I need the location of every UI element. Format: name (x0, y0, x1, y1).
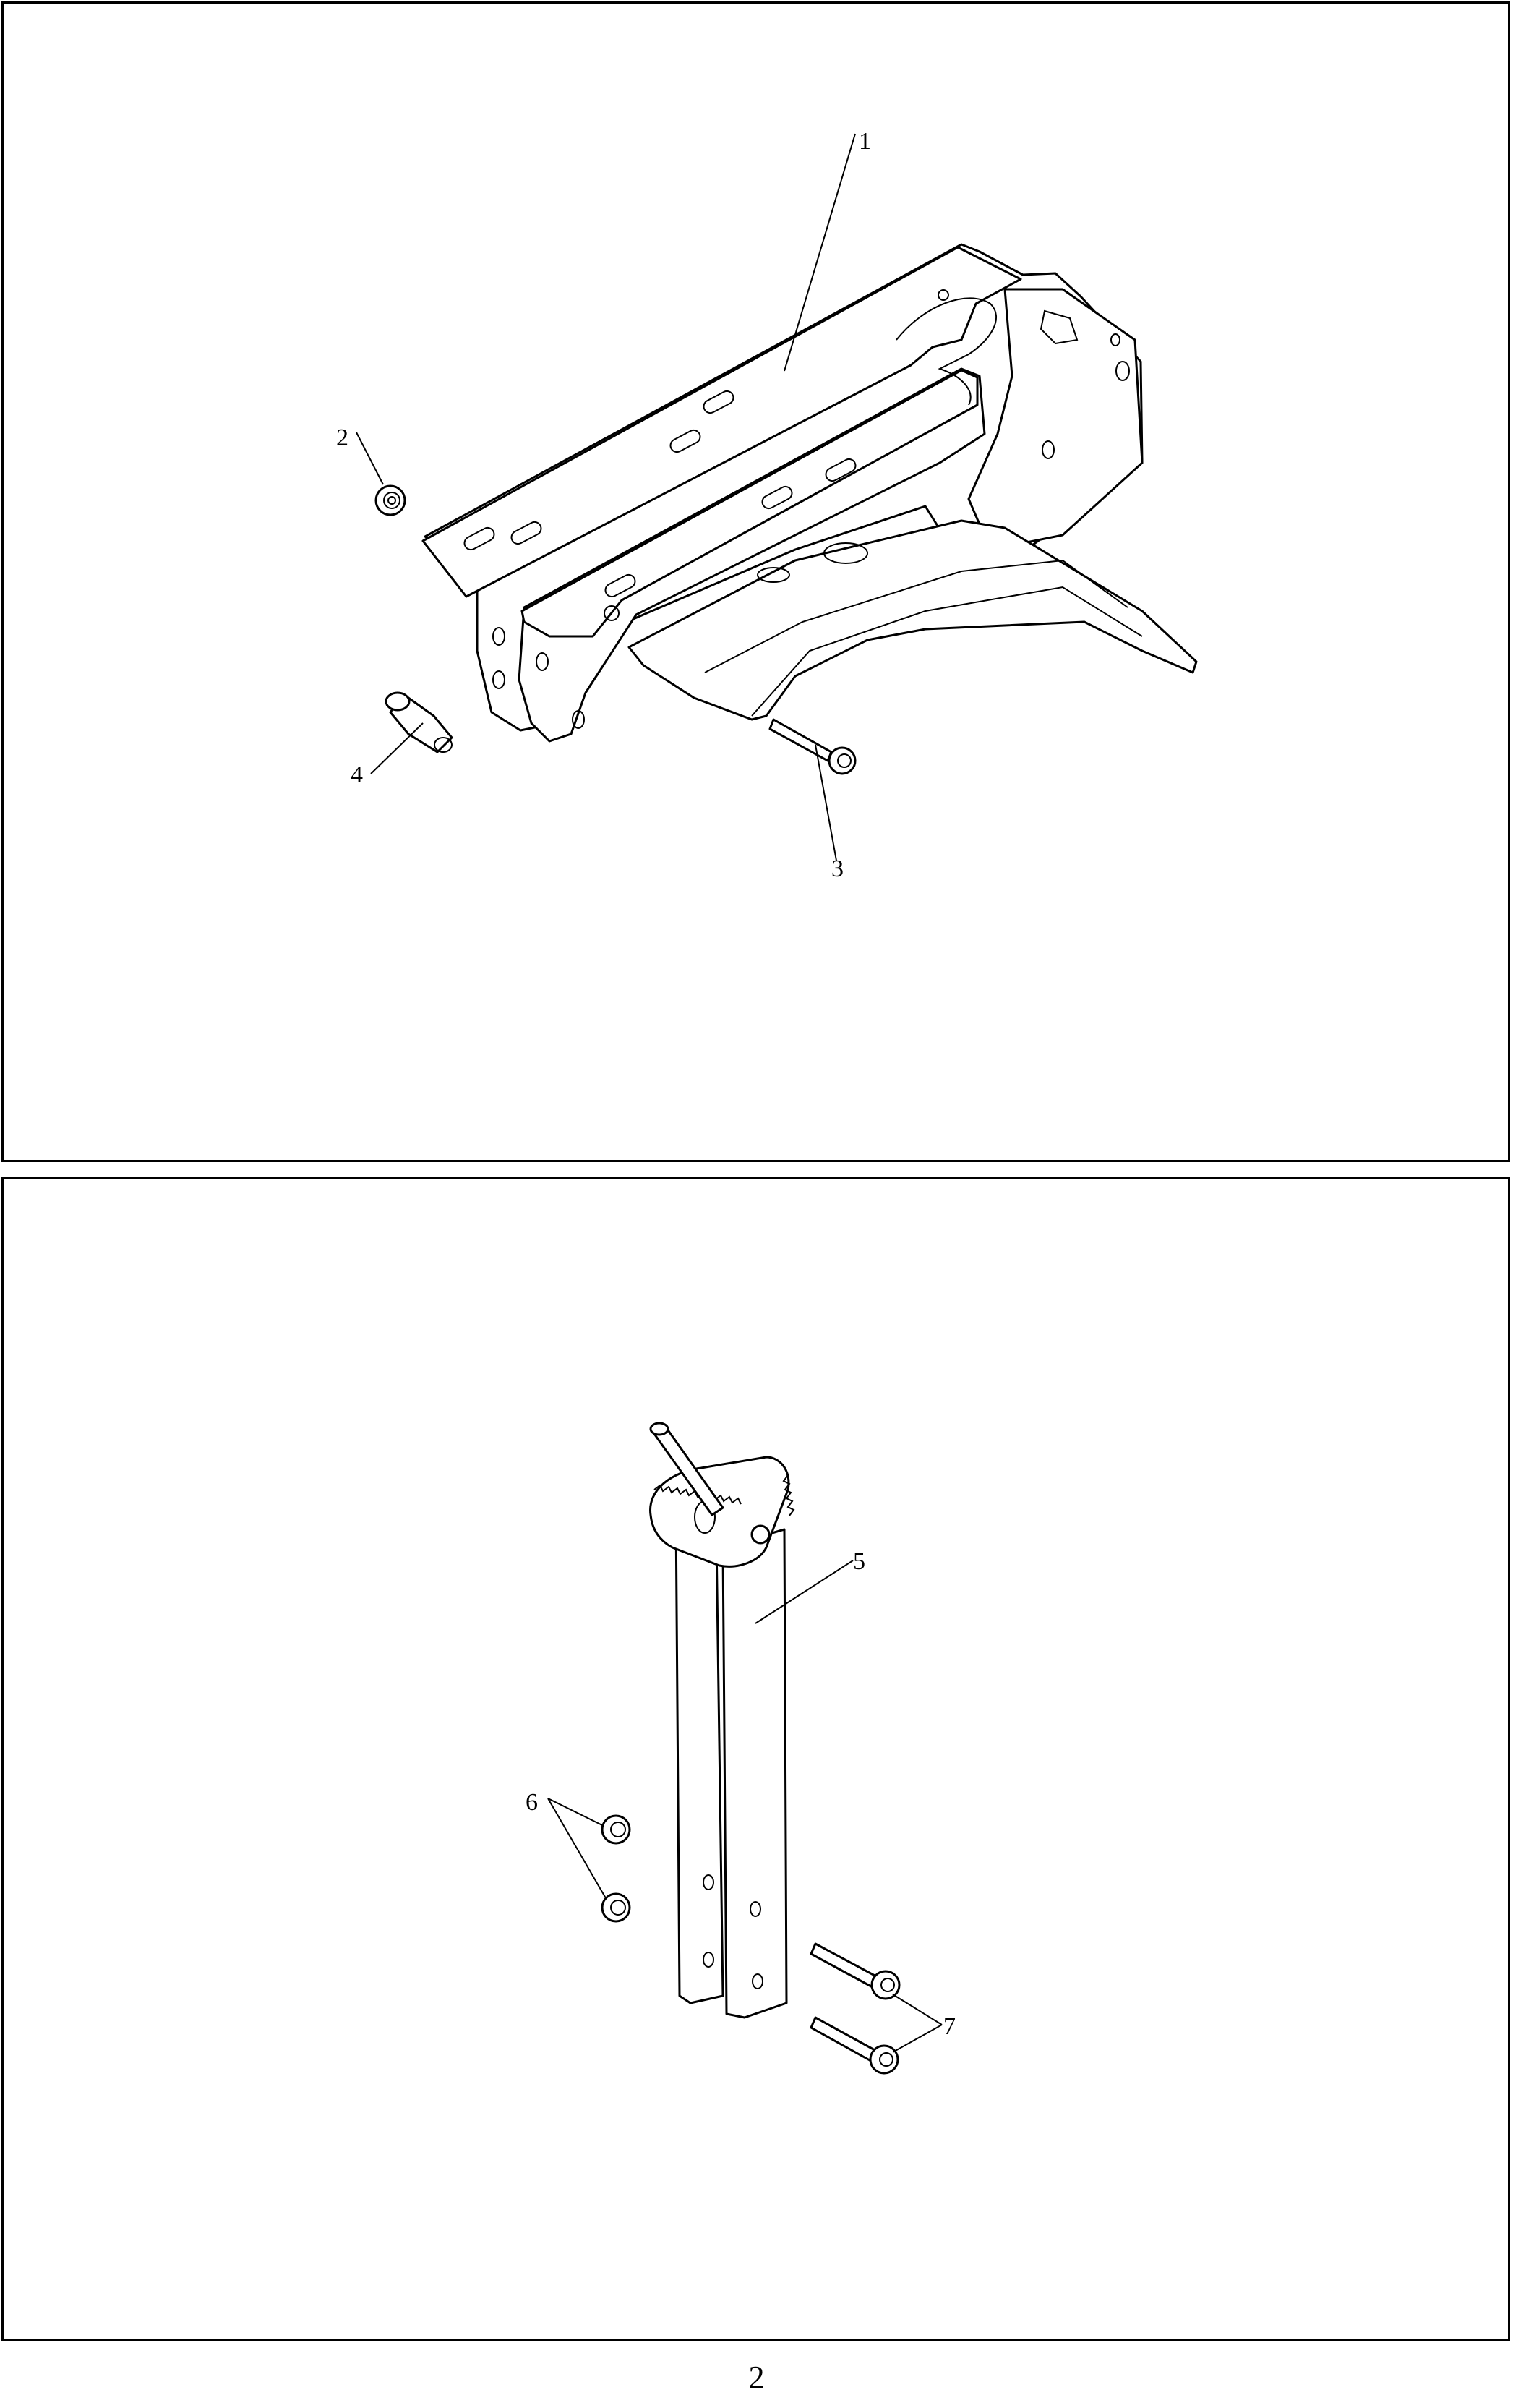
leader-3 (815, 744, 837, 861)
leader-6a (547, 1798, 604, 1827)
spacer-sleeve (385, 691, 453, 753)
flange-nut (374, 484, 406, 516)
flange-nut-upper (601, 1814, 631, 1845)
leader-2 (356, 432, 384, 485)
gear-teeth-2 (782, 1474, 795, 1516)
skid-hole (757, 567, 790, 583)
side-plate-hole (572, 710, 585, 729)
ratchet-arm-assembly (649, 1422, 795, 2019)
pivot-hole (750, 1524, 771, 1545)
leader-7b (892, 2024, 943, 2053)
bracket-hook (896, 297, 998, 406)
leader-1 (784, 133, 856, 372)
callout-4: 4 (351, 761, 363, 788)
skid-hole (823, 542, 868, 564)
leg-hole (750, 1901, 761, 1917)
side-plate-hole (536, 652, 549, 671)
leg-hole (703, 1874, 714, 1890)
leader-7a (892, 1994, 943, 2025)
callout-7: 7 (943, 2013, 956, 2040)
side-plate-hole (492, 670, 505, 689)
end-plate-hole (1115, 361, 1130, 381)
arm-front-leg (721, 1528, 788, 2019)
bracket-top-flange (421, 246, 1022, 598)
callout-1: 1 (859, 128, 871, 155)
flange-nut-lower (601, 1892, 631, 1923)
flange-slots (463, 289, 949, 621)
bracket-front-lip (520, 369, 979, 638)
leader-6b (547, 1798, 607, 1899)
bracket-hook-slot (1040, 309, 1079, 345)
hex-bolt-lower (810, 2016, 899, 2075)
leader-4 (370, 722, 424, 774)
end-plate-hole (1110, 333, 1120, 346)
gear-teeth (653, 1484, 742, 1505)
callout-2: 2 (336, 424, 348, 451)
leader-5 (755, 1560, 854, 1624)
skid-crease-2 (751, 586, 1143, 717)
end-plate-hole (1042, 440, 1055, 459)
bracket-skid (627, 519, 1198, 721)
leg-hole (752, 1973, 763, 1989)
arm-rear-leg (674, 1488, 724, 2004)
rod-tip (649, 1422, 669, 1436)
callout-5: 5 (853, 1548, 865, 1575)
callout-6: 6 (526, 1789, 538, 1816)
page-number: 2 (748, 2360, 765, 2395)
hex-bolt-upper (810, 1942, 901, 2000)
bracket-assembly (421, 243, 1198, 743)
hex-bolt (768, 718, 857, 775)
leg-hole (703, 1952, 714, 1968)
callout-3: 3 (831, 855, 844, 882)
side-plate-hole (492, 627, 505, 646)
skid-crease (704, 559, 1128, 673)
